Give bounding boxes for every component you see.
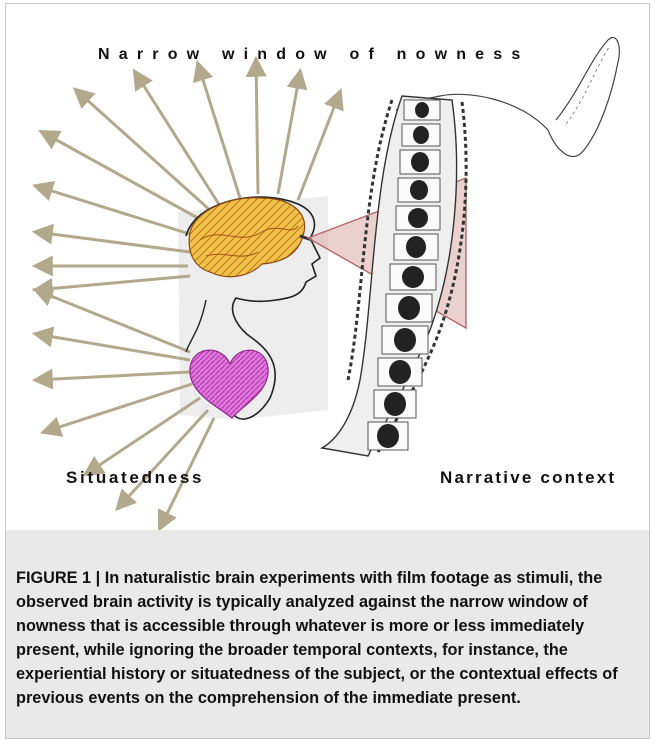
label-narrative-context: Narrative context <box>440 468 616 488</box>
label-situatedness: Situatedness <box>66 468 204 488</box>
label-narrow-window-of-nowness: Narrow window of nowness <box>98 46 529 64</box>
figure-illustration <box>0 0 657 530</box>
figure-caption: FIGURE 1 | In naturalistic brain experim… <box>16 566 641 710</box>
